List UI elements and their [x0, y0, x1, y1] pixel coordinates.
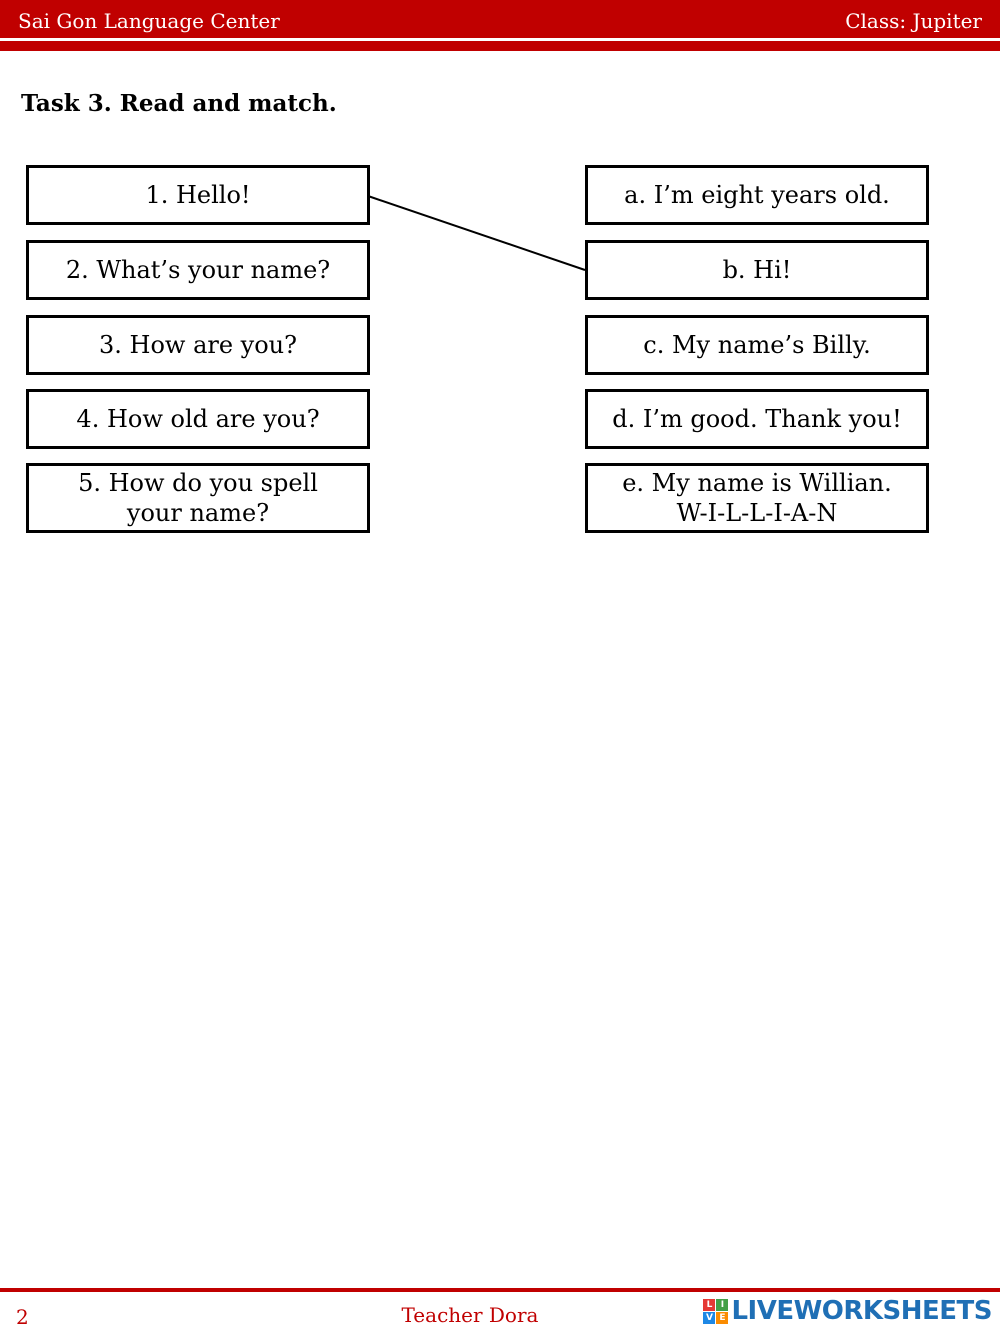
- answer-box-d[interactable]: d. I’m good. Thank you!: [585, 389, 929, 449]
- answer-text-b: b. Hi!: [722, 256, 792, 284]
- school-name: Sai Gon Language Center: [18, 9, 280, 33]
- page-number: 2: [16, 1305, 29, 1329]
- question-box-5[interactable]: 5. How do you spell your name?: [26, 463, 370, 533]
- class-name: Class: Jupiter: [845, 9, 982, 33]
- question-text-3: 3. How are you?: [98, 331, 298, 359]
- header-divider: [0, 41, 1000, 51]
- task-title: Task 3. Read and match.: [21, 90, 337, 117]
- teacher-name: Teacher Dora: [401, 1303, 539, 1327]
- footer-divider: [0, 1288, 1000, 1292]
- question-box-2[interactable]: 2. What’s your name?: [26, 240, 370, 300]
- brand-blocks-icon: L I V E: [703, 1298, 729, 1324]
- answer-box-c[interactable]: c. My name’s Billy.: [585, 315, 929, 375]
- answer-text-c: c. My name’s Billy.: [643, 331, 871, 359]
- answer-box-e[interactable]: e. My name is Willian. W-I-L-L-I-A-N: [585, 463, 929, 533]
- question-box-4[interactable]: 4. How old are you?: [26, 389, 370, 449]
- match-line-1-b[interactable]: [367, 195, 586, 271]
- question-box-3[interactable]: 3. How are you?: [26, 315, 370, 375]
- liveworksheets-logo[interactable]: L I V E LIVEWORKSHEETS: [703, 1296, 992, 1326]
- brand-text: LIVEWORKSHEETS: [731, 1296, 992, 1326]
- question-text-2: 2. What’s your name?: [65, 256, 331, 284]
- question-text-1: 1. Hello!: [145, 181, 251, 209]
- question-text-4: 4. How old are you?: [76, 405, 320, 433]
- answer-text-a: a. I’m eight years old.: [624, 181, 890, 209]
- header-bar: Sai Gon Language Center Class: Jupiter: [0, 0, 1000, 38]
- question-text-5: 5. How do you spell your name?: [78, 469, 318, 527]
- answer-box-a[interactable]: a. I’m eight years old.: [585, 165, 929, 225]
- answer-box-b[interactable]: b. Hi!: [585, 240, 929, 300]
- answer-text-e: e. My name is Willian. W-I-L-L-I-A-N: [622, 469, 892, 527]
- question-box-1[interactable]: 1. Hello!: [26, 165, 370, 225]
- answer-text-d: d. I’m good. Thank you!: [612, 405, 902, 433]
